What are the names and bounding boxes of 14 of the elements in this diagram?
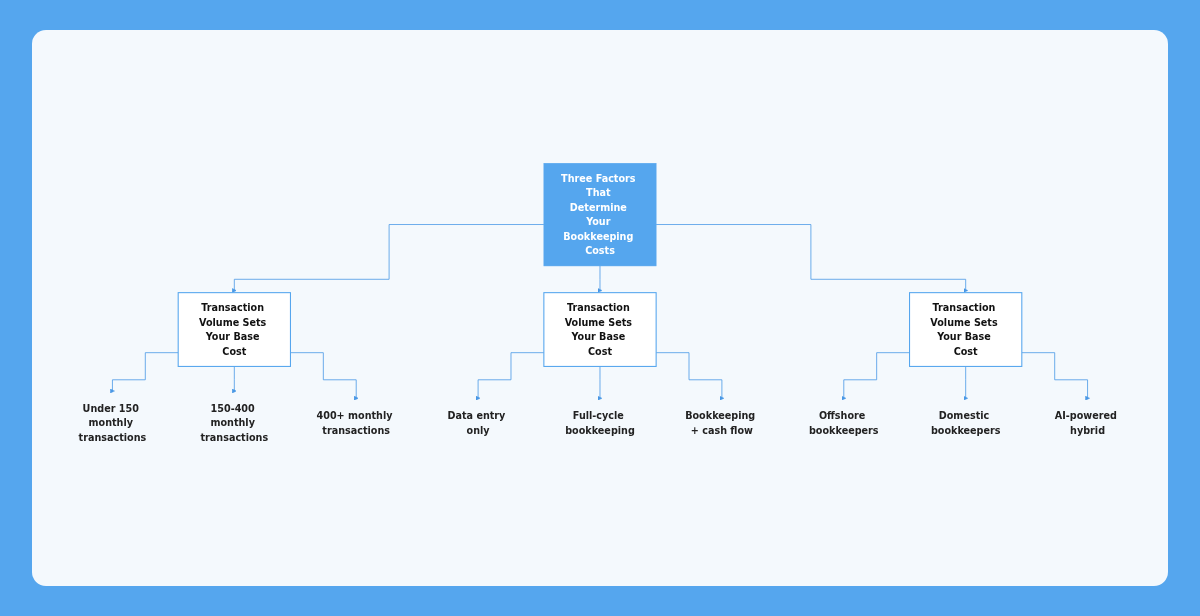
node-text: Full-cycle bookkeeping: [565, 410, 635, 436]
node-box: [543, 292, 657, 368]
node-text: Under 150 monthly transactions: [78, 402, 147, 443]
node-box: [177, 292, 291, 368]
node-text: 400+ monthly transactions: [316, 410, 393, 436]
node-text: AI-powered hybrid: [1054, 410, 1117, 436]
node-text: Data entry only: [447, 410, 506, 436]
node-text: Bookkeeping + cash flow: [685, 410, 756, 436]
card-background: Three Factors That Determine Your Bookkeeping Costs Transaction Volume Sets Your Base Cost Transaction Volume Sets Your Base Cost Transaction Volume Sets Your Base Cost Under 150 monthly transactions 150-400 monthly transactions 400+ monthly transactions Data entry only Full-cycle bookkeeping Bookkeeping + cash flow Offshore bookkeepers Domestic bookkeepers AI-powered hybrid: [32, 30, 1168, 586]
node-box: [909, 292, 1023, 368]
node-box: [543, 163, 657, 267]
node-text: Offshore bookkeepers: [808, 410, 879, 436]
node-text: 150-400 monthly transactions: [200, 402, 269, 443]
node-text: Domestic bookkeepers: [930, 410, 1001, 436]
